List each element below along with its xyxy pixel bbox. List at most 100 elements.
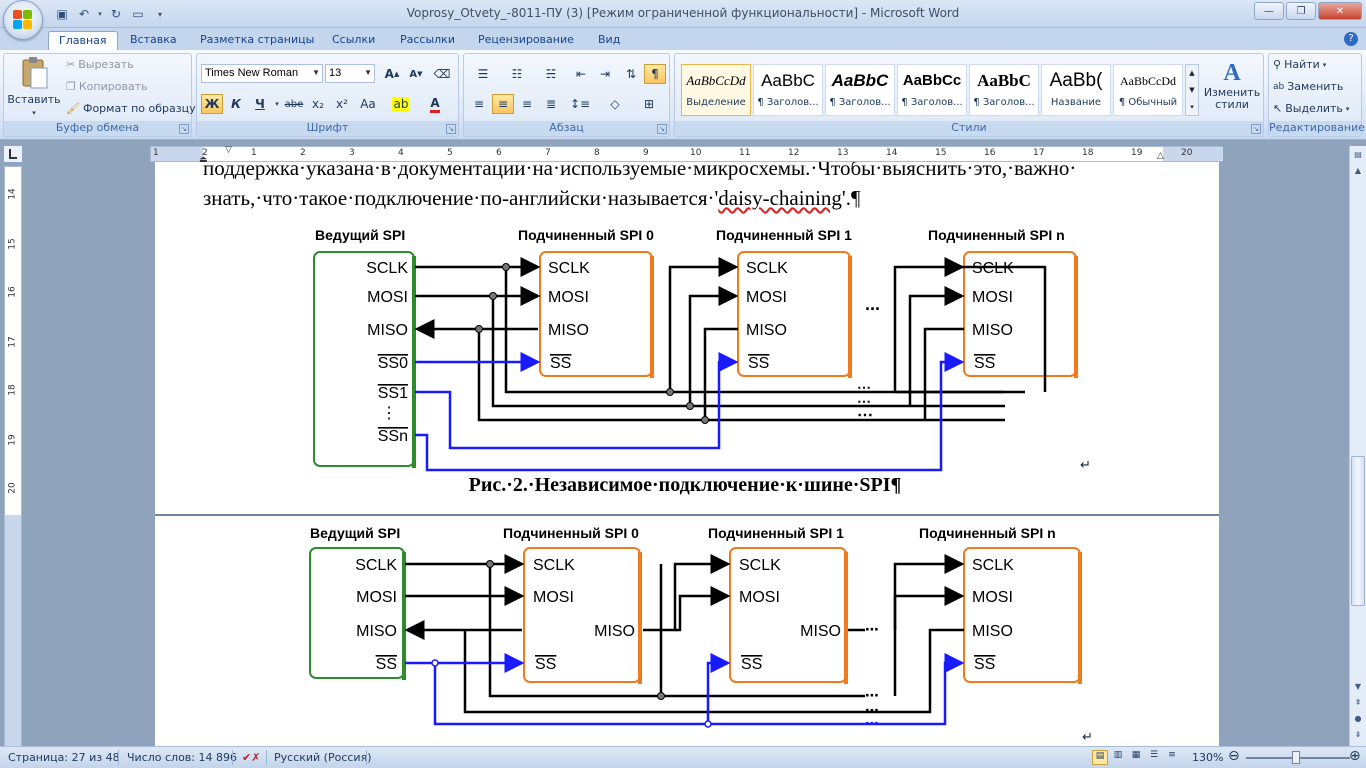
style-heading-3[interactable]: AaBbCc¶ Заголов... <box>897 64 967 116</box>
style-heading-4[interactable]: AaBbC¶ Заголов... <box>969 64 1039 116</box>
paragraph-launcher-icon[interactable]: ↘ <box>657 124 667 134</box>
multilevel-list-icon[interactable]: ☵ <box>545 67 557 81</box>
web-layout-icon[interactable]: ▦ <box>1131 750 1141 760</box>
justify-icon[interactable]: ≣ <box>545 97 557 111</box>
shrink-font-button[interactable]: A▼ <box>409 68 423 80</box>
zoom-level[interactable]: 130% <box>1192 751 1224 764</box>
align-center-icon[interactable]: ≡ <box>492 94 514 114</box>
tab-review[interactable]: Рецензирование <box>478 33 574 46</box>
increase-indent-icon[interactable]: ⇥ <box>599 67 611 81</box>
undo-dropdown-icon[interactable]: ▾ <box>98 10 102 18</box>
print-layout-view-icon[interactable]: ▤ <box>1092 750 1108 765</box>
ruler-toggle-icon[interactable]: ▤ <box>1354 150 1362 159</box>
scroll-up-icon[interactable]: ▲ <box>1354 166 1362 175</box>
clipboard-launcher-icon[interactable]: ↘ <box>179 124 189 134</box>
font-launcher-icon[interactable]: ↘ <box>446 124 456 134</box>
pin-label: SS <box>974 656 995 673</box>
italic-button[interactable]: К <box>231 97 241 111</box>
font-name-combo[interactable]: Times New Roman▼ <box>201 64 323 83</box>
first-line-indent-marker-icon[interactable]: ▽ <box>225 145 232 155</box>
left-indent-marker-icon[interactable]: ⏏ <box>199 155 208 165</box>
change-case-button[interactable]: Aa <box>360 97 376 111</box>
scroll-down-icon[interactable]: ▼ <box>1354 682 1362 691</box>
select-button[interactable]: ↖Выделить▾ <box>1273 102 1349 115</box>
show-formatting-marks-icon[interactable]: ¶ <box>644 64 666 84</box>
styles-scroll[interactable]: ▲▼▾ <box>1185 64 1199 116</box>
help-icon[interactable]: ? <box>1344 32 1358 46</box>
find-button[interactable]: ⚲Найти▾ <box>1273 58 1326 71</box>
word-count[interactable]: Число слов: 14 896 <box>127 751 237 764</box>
tab-references[interactable]: Ссылки <box>332 33 376 46</box>
next-page-icon[interactable]: ⇟ <box>1354 730 1362 739</box>
underline-button[interactable]: Ч <box>255 97 265 111</box>
tab-mailings[interactable]: Рассылки <box>400 33 455 46</box>
draft-view-icon[interactable]: ≡ <box>1168 750 1176 760</box>
style-heading-1[interactable]: AaBbC¶ Заголов... <box>753 64 823 116</box>
paste-icon <box>22 57 48 89</box>
language-indicator[interactable]: Русский (Россия) <box>274 751 372 764</box>
tab-view[interactable]: Вид <box>598 33 621 46</box>
font-color-button[interactable]: A <box>421 94 449 114</box>
tab-insert[interactable]: Вставка <box>130 33 177 46</box>
vertical-scrollbar[interactable]: ▤ ▲ ▼ ⇞ ● ⇟ <box>1349 146 1366 746</box>
sort-icon[interactable]: ⇅ <box>625 67 637 81</box>
font-size-combo[interactable]: 13▼ <box>325 64 375 83</box>
line-spacing-icon[interactable]: ↕≡ <box>569 97 591 111</box>
numbering-icon[interactable]: ☷ <box>511 67 523 81</box>
format-painter-button[interactable]: 🖌Формат по образцу <box>66 102 196 115</box>
align-left-icon[interactable]: ≡ <box>473 97 485 111</box>
paste-button[interactable]: Вставить ▾ <box>7 56 61 117</box>
style-normal[interactable]: AaBbCcDd¶ Обычный <box>1113 64 1183 116</box>
tab-selector[interactable] <box>3 145 23 163</box>
minimize-button[interactable]: — <box>1254 2 1284 20</box>
vertical-ruler[interactable]: 14 15 16 17 18 19 20 21 <box>4 166 22 747</box>
scroll-thumb[interactable] <box>1351 456 1365 606</box>
cut-button[interactable]: ✂Вырезать <box>66 58 134 71</box>
bullets-icon[interactable]: ☰ <box>477 67 489 81</box>
grow-font-button[interactable]: A▲ <box>384 67 400 81</box>
browse-object-icon[interactable]: ● <box>1354 714 1362 723</box>
clear-formatting-icon[interactable]: ⌫ <box>433 67 451 81</box>
underline-dropdown-icon[interactable]: ▾ <box>275 100 279 108</box>
decrease-indent-icon[interactable]: ⇤ <box>575 67 587 81</box>
align-right-icon[interactable]: ≡ <box>521 97 533 111</box>
print-preview-icon[interactable]: ▭ <box>132 7 144 21</box>
copy-button[interactable]: ❐Копировать <box>66 80 148 93</box>
subscript-button[interactable]: x₂ <box>312 97 324 111</box>
shading-icon[interactable]: ◇ <box>610 97 620 111</box>
superscript-button[interactable]: x² <box>336 97 348 111</box>
style-title[interactable]: AaBb(Название <box>1041 64 1111 116</box>
tab-home[interactable]: Главная <box>48 31 118 50</box>
style-heading-2[interactable]: AaBbC¶ Заголов... <box>825 64 895 116</box>
zoom-out-icon[interactable]: ⊖ <box>1228 748 1240 764</box>
undo-icon[interactable]: ↶ <box>78 7 90 21</box>
horizontal-ruler[interactable]: 1 2 1 2 3 4 5 6 7 8 9 10 11 12 13 14 15 … <box>150 145 1223 165</box>
tab-page-layout[interactable]: Разметка страницы <box>200 33 315 46</box>
restore-button[interactable]: ❐ <box>1286 2 1316 20</box>
right-indent-marker-icon[interactable]: △ <box>1157 151 1164 161</box>
outline-view-icon[interactable]: ☰ <box>1149 750 1159 760</box>
bold-button[interactable]: Ж <box>201 94 223 114</box>
strikethrough-button[interactable]: abe <box>284 98 304 110</box>
previous-page-icon[interactable]: ⇞ <box>1354 698 1362 707</box>
close-button[interactable]: ✕ <box>1318 2 1362 20</box>
redo-icon[interactable]: ↻ <box>110 7 122 21</box>
page-indicator[interactable]: Страница: 27 из 48 <box>8 751 120 764</box>
chevron-down-icon: ▼ <box>312 68 320 77</box>
office-button[interactable] <box>3 0 43 40</box>
styles-launcher-icon[interactable]: ↘ <box>1251 124 1261 134</box>
proofing-icon[interactable]: ✔✗ <box>242 751 261 764</box>
zoom-slider-thumb[interactable] <box>1292 751 1300 764</box>
customize-qat-icon[interactable]: ▾ <box>157 9 162 19</box>
zoom-in-icon[interactable]: ⊕ <box>1349 748 1361 764</box>
ruler-number: 2 <box>300 148 306 158</box>
change-styles-button[interactable]: A Изменить стили <box>1203 60 1261 111</box>
pin-label: MISO <box>367 322 408 339</box>
full-screen-reading-icon[interactable]: ▥ <box>1113 750 1123 760</box>
pin-label: MOSI <box>746 289 787 306</box>
save-icon[interactable]: ▣ <box>56 7 68 21</box>
borders-icon[interactable]: ⊞ <box>643 97 655 111</box>
highlight-button[interactable]: ab <box>387 94 415 114</box>
